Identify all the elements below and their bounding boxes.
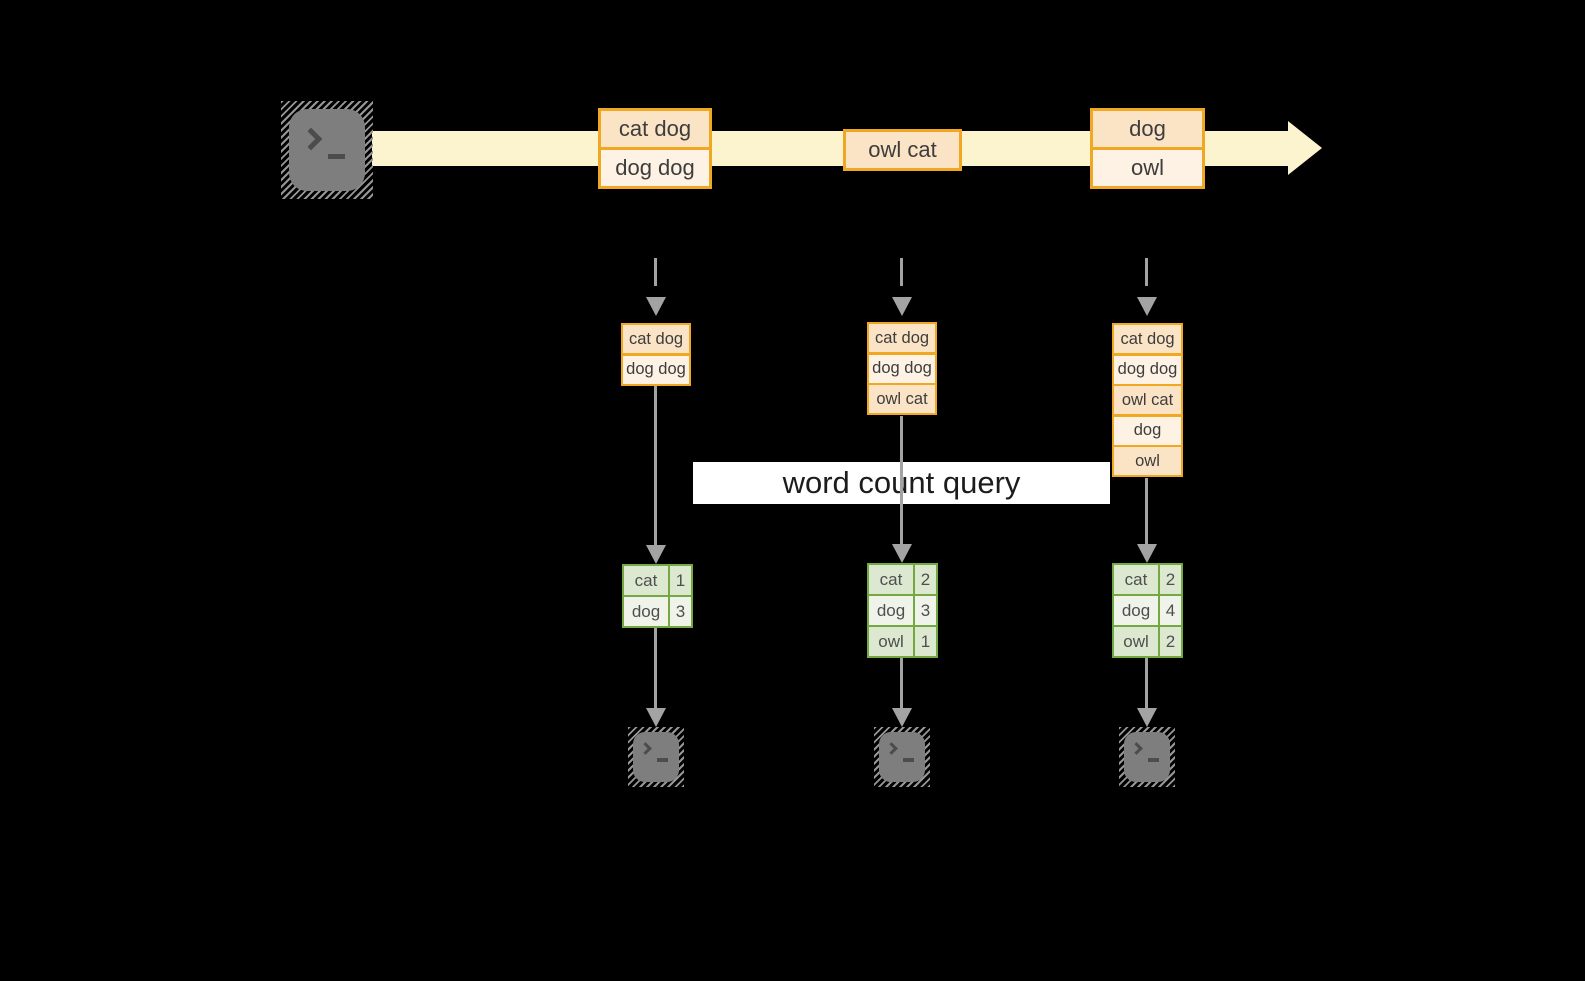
terminal-body	[1124, 732, 1170, 782]
result-word-cell: owl	[869, 627, 913, 656]
source-terminal-icon	[281, 101, 373, 199]
dashed-arrow-2	[900, 258, 903, 286]
arrow-state-to-result-3-head-icon	[1137, 544, 1157, 563]
state-line: owl cat	[869, 385, 935, 413]
result-count-cell: 2	[1160, 627, 1181, 656]
prompt-underscore-icon	[657, 758, 668, 762]
result-count-cell: 2	[915, 565, 936, 594]
terminal-body	[633, 732, 679, 782]
prompt-underscore-icon	[1148, 758, 1159, 762]
terminal-body	[879, 732, 925, 782]
state-line: dog	[1114, 416, 1181, 445]
result-word-cell: dog	[624, 597, 668, 626]
state-line: owl cat	[1114, 386, 1181, 414]
stream-event-2: owl cat	[843, 129, 962, 171]
result-count-cell: 2	[1160, 565, 1181, 594]
arrow-state-to-result-1	[654, 386, 657, 546]
result-table-3: cat 2 dog 4 owl 2	[1112, 563, 1183, 658]
dashed-arrow-3-head-icon	[1137, 297, 1157, 316]
event-line: cat dog	[601, 111, 709, 147]
sink-terminal-icon-3	[1119, 727, 1175, 787]
arrow-state-to-result-3	[1145, 478, 1148, 545]
arrow-result-to-sink-3	[1145, 658, 1148, 708]
prompt-underscore-icon	[328, 154, 345, 159]
terminal-body	[289, 109, 365, 191]
sink-terminal-icon-2	[874, 727, 930, 787]
stream-event-1: cat dog dog dog	[598, 108, 712, 189]
state-line: dog dog	[623, 355, 689, 384]
arrow-result-to-sink-3-head-icon	[1137, 708, 1157, 727]
stream-arrowhead-icon	[1288, 121, 1322, 175]
result-count-cell: 4	[1160, 596, 1181, 625]
arrow-result-to-sink-2-head-icon	[892, 708, 912, 727]
state-line: cat dog	[869, 324, 935, 352]
event-line: dog	[1093, 111, 1202, 147]
stream-event-3: dog owl	[1090, 108, 1205, 189]
event-line: owl cat	[846, 132, 959, 168]
result-word-cell: cat	[624, 566, 668, 595]
arrow-result-to-sink-2	[900, 658, 903, 708]
result-word-cell: owl	[1114, 627, 1158, 656]
event-line: owl	[1093, 150, 1202, 186]
arrow-result-to-sink-1	[654, 628, 657, 708]
dashed-arrow-3	[1145, 258, 1148, 286]
result-count-cell: 3	[915, 596, 936, 625]
result-count-cell: 1	[670, 566, 691, 595]
result-table-2: cat 2 dog 3 owl 1	[867, 563, 938, 658]
sink-terminal-icon-1	[628, 727, 684, 787]
dashed-arrow-1-head-icon	[646, 297, 666, 316]
arrow-state-to-result-2-head-icon	[892, 544, 912, 563]
result-word-cell: dog	[869, 596, 913, 625]
dashed-arrow-1	[654, 258, 657, 286]
state-line: owl	[1114, 447, 1181, 475]
result-word-cell: dog	[1114, 596, 1158, 625]
state-line: dog dog	[869, 354, 935, 383]
arrow-state-to-result-2	[900, 416, 903, 545]
state-stack-3: cat dog dog dog owl cat dog owl	[1112, 323, 1183, 477]
result-count-cell: 1	[915, 627, 936, 656]
result-word-cell: cat	[1114, 565, 1158, 594]
result-table-1: cat 1 dog 3	[622, 564, 693, 628]
event-line: dog dog	[601, 150, 709, 186]
state-stack-2: cat dog dog dog owl cat	[867, 322, 937, 415]
arrow-state-to-result-1-head-icon	[646, 545, 666, 564]
result-word-cell: cat	[869, 565, 913, 594]
state-line: cat dog	[623, 325, 689, 353]
state-line: dog dog	[1114, 355, 1181, 384]
state-line: cat dog	[1114, 325, 1181, 353]
dashed-arrow-2-head-icon	[892, 297, 912, 316]
arrow-result-to-sink-1-head-icon	[646, 708, 666, 727]
result-count-cell: 3	[670, 597, 691, 626]
state-stack-1: cat dog dog dog	[621, 323, 691, 386]
prompt-underscore-icon	[903, 758, 914, 762]
